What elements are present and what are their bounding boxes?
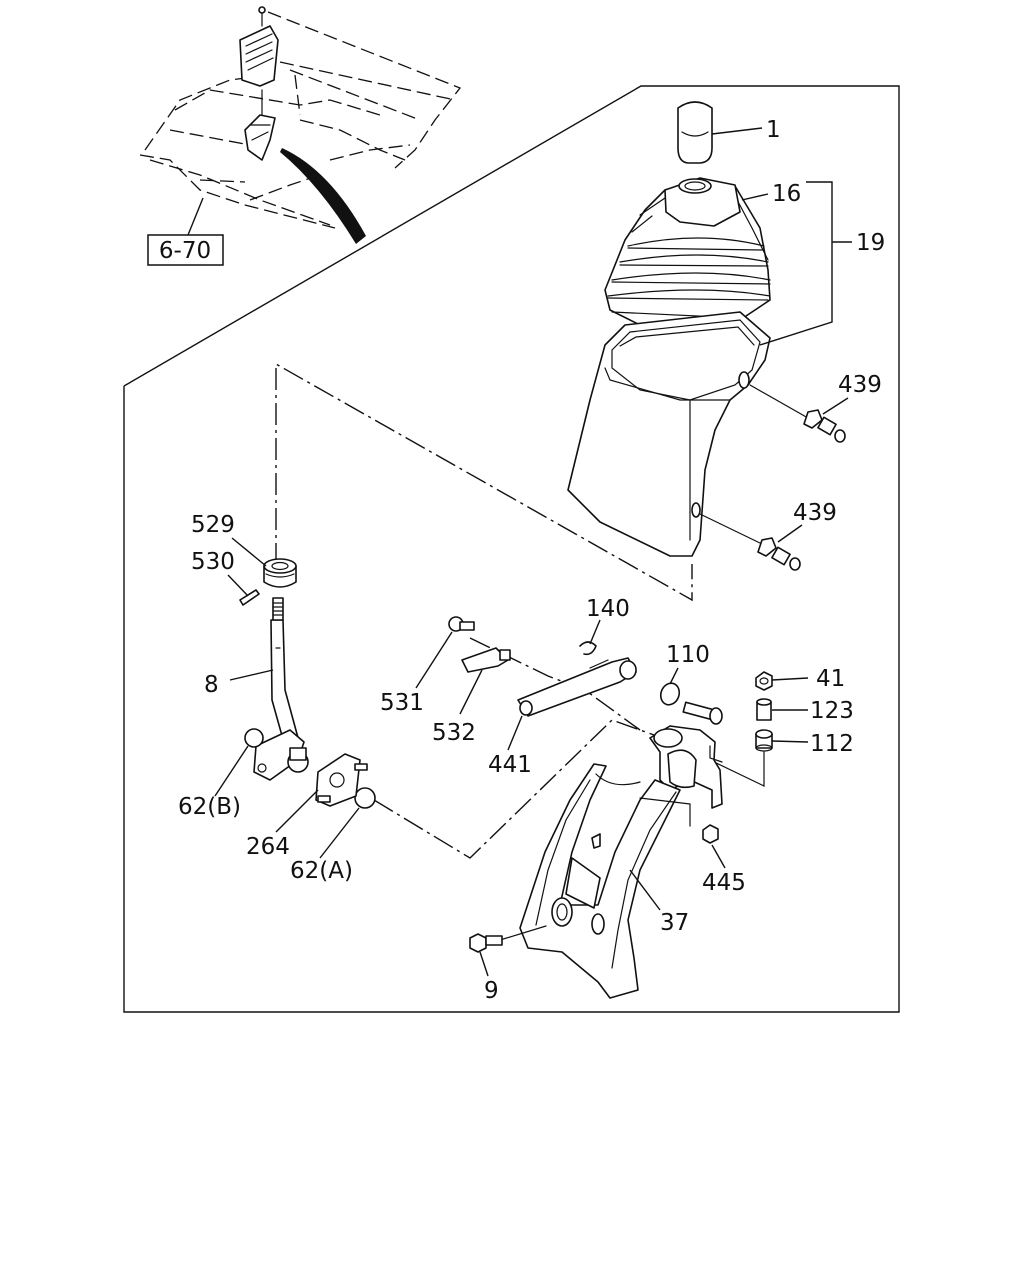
floor-overview: 6-70 xyxy=(139,6,462,266)
callout-8: 8 xyxy=(204,672,219,698)
group-bracket-19 xyxy=(759,181,833,346)
nut-445 xyxy=(689,803,719,844)
callout-441: 441 xyxy=(488,752,532,778)
callout-62a: 62(A) xyxy=(290,858,353,884)
bracket-532 xyxy=(461,647,511,673)
detail-frame xyxy=(123,85,900,1013)
ball-62a xyxy=(354,787,376,809)
nut-41 xyxy=(755,671,773,691)
callout-16: 16 xyxy=(772,181,801,207)
callout-1: 1 xyxy=(766,117,781,143)
callout-264: 264 xyxy=(246,834,290,860)
callout-41: 41 xyxy=(816,666,845,692)
assembly-centerline xyxy=(275,362,693,602)
bolt-531 xyxy=(448,616,475,632)
callout-445: 445 xyxy=(702,870,746,896)
link-441 xyxy=(517,657,637,717)
ball-62b xyxy=(244,728,264,748)
shift-lever-8 xyxy=(253,597,309,781)
callout-110: 110 xyxy=(666,642,710,668)
screw-439-lower xyxy=(699,513,801,571)
leader-lines xyxy=(214,127,849,977)
callout-140: 140 xyxy=(586,596,630,622)
reference-box-label: 6-70 xyxy=(159,238,211,264)
console-cover xyxy=(567,311,771,557)
callout-439-upper: 439 xyxy=(838,372,882,398)
callout-439-lower: 439 xyxy=(793,500,837,526)
callout-529: 529 xyxy=(191,512,235,538)
stack-leader xyxy=(709,751,765,787)
callout-labels: 1 16 19 439 439 529 530 140 110 41 123 1… xyxy=(178,117,885,1004)
washer-110 xyxy=(659,682,681,706)
bolt-9 xyxy=(469,925,547,953)
callout-19: 19 xyxy=(856,230,885,256)
callout-530: 530 xyxy=(191,549,235,575)
callout-37: 37 xyxy=(660,910,689,936)
assembly-centerline-lower xyxy=(373,719,669,859)
shift-boot xyxy=(604,177,771,331)
pin-530 xyxy=(239,589,260,606)
base-bracket-37 xyxy=(519,763,691,999)
callout-9: 9 xyxy=(484,978,499,1004)
collar-123 xyxy=(756,698,772,721)
bushing-112 xyxy=(755,729,773,752)
clip-140 xyxy=(579,641,597,656)
callout-531: 531 xyxy=(380,690,424,716)
plate-264 xyxy=(315,753,368,807)
shift-knob xyxy=(677,101,713,164)
callout-112: 112 xyxy=(810,731,854,757)
bushing-529 xyxy=(263,558,297,588)
callout-62b: 62(B) xyxy=(178,794,241,820)
reference-box xyxy=(147,234,224,266)
callout-123: 123 xyxy=(810,698,854,724)
screw-439-upper xyxy=(749,384,846,443)
callout-532: 532 xyxy=(432,720,476,746)
